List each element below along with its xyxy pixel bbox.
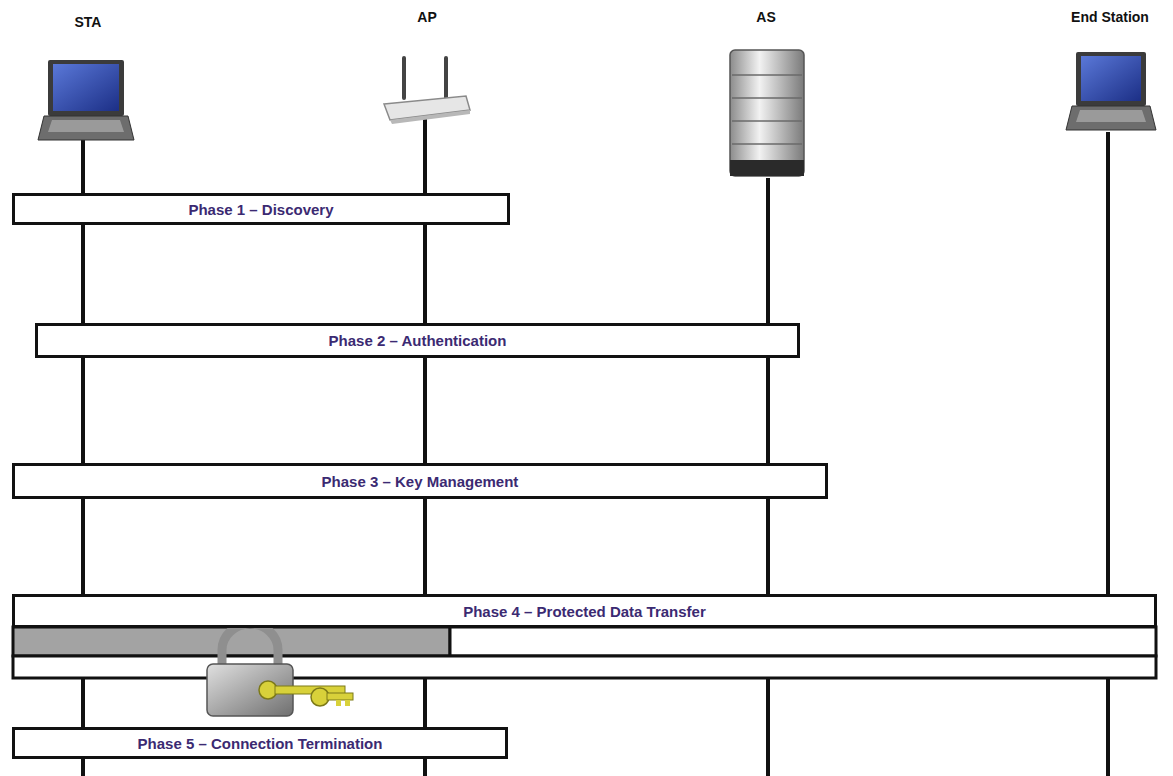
phase-band: Phase 3 – Key Management <box>12 463 828 499</box>
protected-channel-bars <box>13 627 1156 678</box>
actor-label: AS <box>756 9 775 25</box>
actor-label: End Station <box>1071 9 1149 25</box>
phase-title: Phase 1 – Discovery <box>188 201 333 218</box>
lock-icon <box>207 624 353 716</box>
server-icon <box>730 50 804 176</box>
phase-title: Phase 5 – Connection Termination <box>138 735 383 752</box>
actor-label: STA <box>75 14 102 30</box>
laptop-icon <box>1066 52 1156 130</box>
laptop-icon <box>38 60 134 140</box>
actor-label: AP <box>417 9 436 25</box>
phase-band: Phase 5 – Connection Termination <box>12 727 508 759</box>
phase-band: Phase 2 – Authentication <box>35 323 800 358</box>
phase-title: Phase 2 – Authentication <box>329 332 507 349</box>
phase-title: Phase 4 – Protected Data Transfer <box>463 603 706 620</box>
router-icon <box>384 58 470 124</box>
phase-band: Phase 4 – Protected Data Transfer <box>12 594 1157 628</box>
phase-title: Phase 3 – Key Management <box>322 473 519 490</box>
phase-band: Phase 1 – Discovery <box>12 193 510 225</box>
